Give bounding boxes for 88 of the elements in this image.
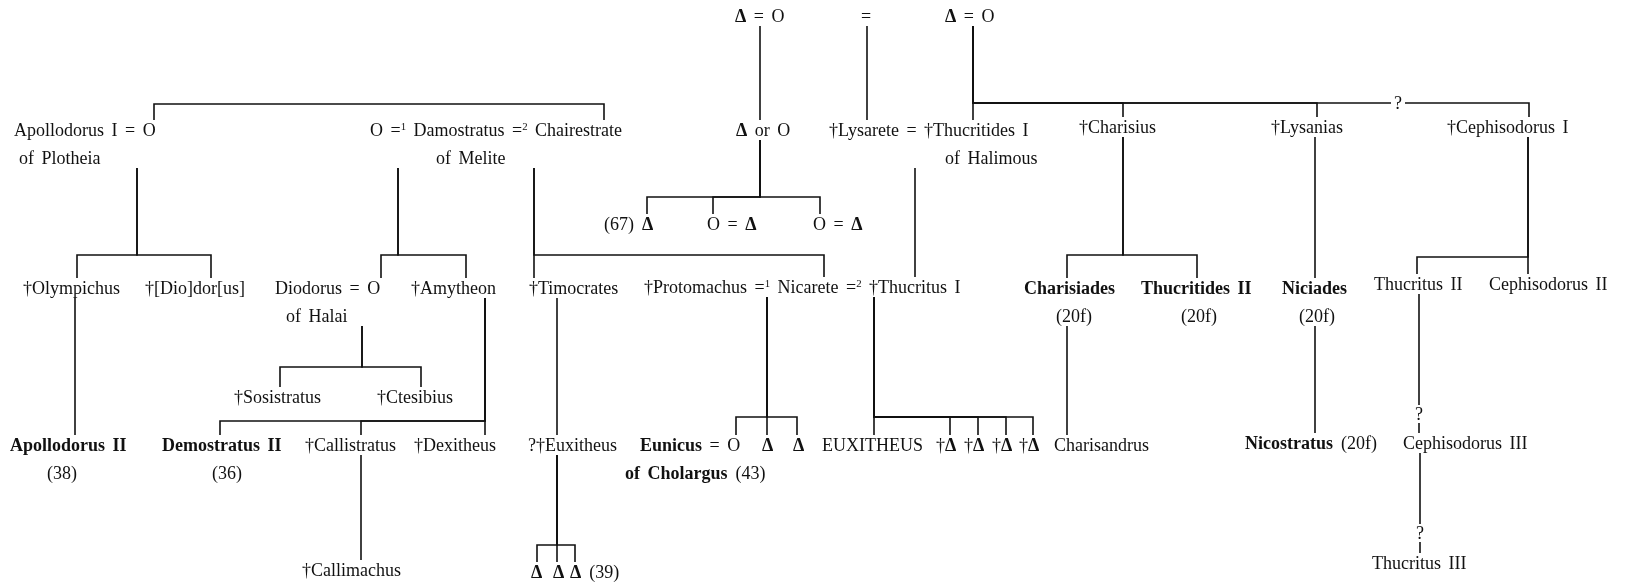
person-name: †Lysarete = †Thucritides I — [829, 120, 1029, 140]
person-name: = — [861, 6, 872, 26]
lineage-line — [1314, 136, 1316, 279]
lineage-line — [759, 139, 821, 215]
lineage-line — [556, 297, 558, 436]
person-name: †Callimachus — [302, 560, 401, 580]
person-name: †Δ — [936, 435, 957, 455]
person-name: Thucritus II — [1374, 274, 1463, 294]
lineage-line — [1066, 325, 1068, 436]
reference-number: (20f) — [1181, 306, 1217, 326]
person-name: EUXITHEUS — [822, 435, 923, 455]
person-name: Charisandrus — [1054, 435, 1149, 455]
lineage-line — [1419, 452, 1421, 554]
person-name: Apollodorus II — [10, 435, 127, 455]
lineage-line — [360, 454, 362, 561]
reference-number: (36) — [212, 463, 242, 483]
lineage-line — [866, 25, 868, 121]
lineage-line — [397, 167, 467, 279]
person-name: Δ — [553, 562, 565, 582]
lineage-line — [533, 167, 825, 278]
person-name: Charisiades — [1024, 278, 1115, 298]
origin-label: of Cholargus — [625, 463, 728, 483]
edge-label: ? — [1391, 94, 1405, 112]
person-name: †Timocrates — [529, 278, 619, 298]
person-name: †Lysanias — [1271, 117, 1343, 137]
reference-number: (43) — [735, 463, 766, 483]
edge-label: ? — [1412, 405, 1426, 423]
lineage-line — [1314, 325, 1316, 434]
lineage-line — [484, 297, 486, 436]
person-name: Apollodorus I = O — [14, 120, 156, 140]
origin-label: of Halimous — [945, 148, 1038, 168]
reference-number: (67) — [604, 214, 634, 234]
lineage-line — [759, 25, 761, 121]
person-name: Δ — [531, 562, 543, 582]
person-name: Δ — [762, 435, 774, 455]
person-name: Thucritides II — [1141, 278, 1252, 298]
lineage-line — [972, 25, 1530, 118]
origin-label: of Melite — [436, 148, 506, 168]
person-name: †Callistratus — [305, 435, 396, 455]
person-name: †Ctesibius — [377, 387, 453, 407]
person-name: Cephisodorus II — [1489, 274, 1608, 294]
lineage-line — [136, 167, 212, 279]
person-name: †Amytheon — [411, 278, 496, 298]
lineage-line — [914, 167, 916, 278]
reference-number: (20f) — [1299, 306, 1335, 326]
person-name: Demostratus II — [162, 435, 282, 455]
person-name: Cephisodorus III — [1403, 433, 1528, 453]
person-name: Δ = O — [945, 6, 995, 26]
person-name: Δ or O — [736, 120, 791, 140]
origin-label: of Plotheia — [19, 148, 101, 168]
lineage-line — [873, 296, 1034, 436]
person-name: †Charisius — [1079, 117, 1156, 137]
lineage-line — [153, 103, 605, 121]
person-name: Δ — [642, 214, 654, 234]
lineage-line — [1527, 136, 1529, 275]
person-name: Δ = O — [735, 6, 785, 26]
person-name: Δ — [793, 435, 805, 455]
person-name: †Olympichus — [23, 278, 120, 298]
person-name: Δ — [570, 562, 582, 582]
edge-label: ? — [1413, 524, 1427, 542]
person-name: †Dexitheus — [414, 435, 496, 455]
lineage-line — [766, 296, 798, 436]
person-name: Eunicus = O — [640, 435, 741, 455]
lineage-line — [361, 325, 422, 388]
person-name: †Δ — [1019, 435, 1040, 455]
lineage-line — [1418, 293, 1420, 434]
lineage-line — [74, 297, 76, 436]
person-name: ?†Euxitheus — [528, 435, 617, 455]
origin-label: of Halai — [286, 306, 348, 326]
person-name: O = Δ — [707, 214, 757, 234]
person-name: †Protomachus =$^{1}$ Nicarete =$^{2}$ †Thucritus I — [644, 277, 961, 297]
reference-number: (38) — [47, 463, 77, 483]
person-name: †Δ — [964, 435, 985, 455]
person-name: †[Dio]dor[us] — [145, 278, 245, 298]
person-name: O = Δ — [813, 214, 863, 234]
person-name: Diodorus = O — [275, 278, 381, 298]
person-name: Thucritus III — [1372, 553, 1467, 573]
reference-number: (20f) — [1341, 433, 1377, 453]
person-name: Niciades — [1282, 278, 1347, 298]
reference-number: (20f) — [1056, 306, 1092, 326]
lineage-line — [556, 454, 576, 563]
lineage-line — [1122, 136, 1198, 279]
person-name: Nicostratus — [1245, 433, 1333, 453]
person-name: †Δ — [992, 435, 1013, 455]
person-name: †Sosistratus — [234, 387, 321, 407]
person-name: O =$^{1}$ Damostratus =$^{2}$ Chairestrate — [370, 120, 623, 140]
reference-number: (39) — [589, 562, 620, 582]
person-name: †Cephisodorus I — [1447, 117, 1569, 137]
